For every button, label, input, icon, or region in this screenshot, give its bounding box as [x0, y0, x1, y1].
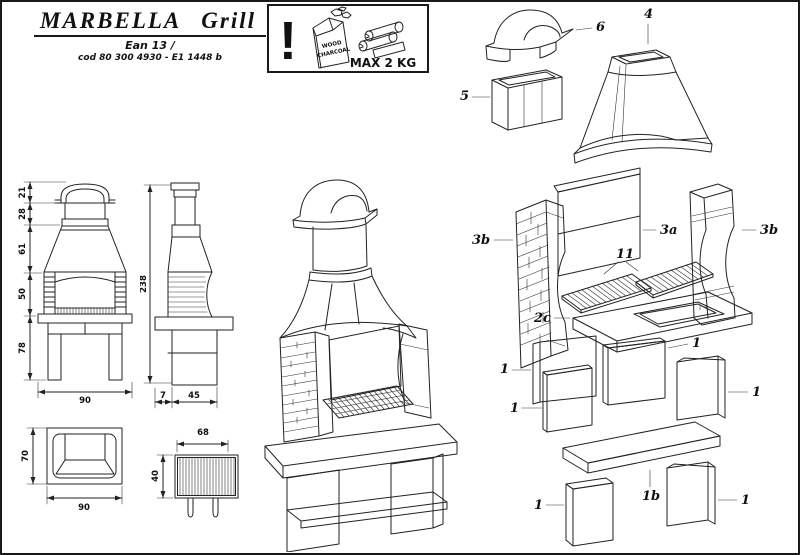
side-view-drawing: 238 7 45 [140, 182, 234, 409]
part-back-panel-3a [553, 167, 641, 277]
part-label-3b-left: 3b [472, 233, 490, 248]
exploded-view-drawing: 6 4 5 3b 3a 3b [460, 7, 778, 547]
part-chimney-flue [491, 69, 563, 131]
assembled-base [264, 423, 458, 552]
basin-outline [46, 427, 123, 485]
part-label-5: 5 [460, 89, 469, 104]
part-label-1-c: 1 [692, 336, 701, 351]
charcoal-bag-icon: WOOD CHARCOAL [312, 6, 352, 69]
part-panel-1-center [602, 337, 666, 406]
ean-line: Ean 13 / [125, 39, 175, 52]
assembled-cap [292, 179, 378, 230]
side-view-grill-outline [154, 182, 234, 386]
part-label-11: 11 [616, 247, 634, 262]
part-left-pillar-3b [515, 199, 569, 369]
dim-front-hood: 61 [18, 243, 28, 255]
part-grates-11 [561, 261, 714, 314]
dim-front-firebox: 50 [18, 288, 28, 300]
front-view-dimensions: 21 28 61 50 78 90 [18, 181, 133, 404]
dim-front-width: 90 [79, 396, 91, 404]
part-hood [573, 49, 713, 164]
part-label-4: 4 [644, 7, 653, 22]
part-label-2c: 2c [533, 311, 551, 326]
part-panel-1-bottom-left [565, 477, 614, 547]
part-label-1b: 1b [642, 489, 660, 504]
product-name: MARBELLA [40, 8, 182, 33]
dim-front-neck: 28 [18, 208, 28, 220]
leader-6 [575, 27, 593, 31]
part-label-1-a: 1 [500, 362, 509, 377]
dim-grate-height: 40 [151, 470, 161, 482]
grate-dimensions: 68 40 [151, 428, 229, 499]
part-panel-1-right [676, 355, 726, 421]
part-right-pillar-3b [689, 183, 736, 326]
basin-dimensions: 70 90 [21, 427, 123, 513]
bag-text-wood: WOOD [321, 40, 342, 50]
leader-11 [603, 261, 639, 275]
grate-detail-drawing: 68 40 [151, 428, 239, 518]
part-label-1-d: 1 [752, 385, 761, 400]
assembled-chimney [308, 224, 373, 283]
basin-top-view-drawing: 70 90 [21, 427, 123, 513]
dim-front-cap: 21 [18, 187, 28, 199]
part-label-3a: 3a [660, 223, 677, 238]
side-view-dimensions: 238 7 45 [140, 184, 218, 409]
leader-1c [667, 343, 689, 349]
dim-side-overhang: 7 [160, 391, 166, 401]
exclamation-icon: ! [279, 11, 297, 71]
grate-outline [174, 454, 239, 518]
part-shelf-1b [562, 421, 721, 474]
dim-basin-width: 90 [78, 503, 90, 513]
assembled-firebox [279, 323, 432, 443]
dim-basin-depth: 70 [21, 450, 31, 462]
front-view-grill-outline [37, 183, 133, 381]
part-label-1-f: 1 [741, 493, 750, 508]
part-worktop-2c [572, 291, 753, 353]
dim-front-base: 78 [18, 342, 28, 354]
part-label-1-b: 1 [510, 401, 519, 416]
title-block: MARBELLA Grill Ean 13 / cod 80 300 4930 … [34, 8, 266, 63]
part-label-1-e: 1 [534, 498, 543, 513]
part-panel-1-back-left [532, 335, 597, 405]
dim-side-depth: 45 [188, 391, 200, 401]
wood-logs-icon [358, 21, 406, 59]
part-label-3b-right: 3b [760, 223, 778, 238]
max-load-label: MAX 2 KG [350, 56, 416, 70]
part-panel-1-bottom-right [666, 461, 716, 527]
assembled-grill-drawing [264, 179, 458, 552]
dim-grate-width: 68 [197, 428, 209, 438]
assembled-hood [279, 275, 417, 339]
product-variant: Grill [201, 8, 256, 33]
code-line: cod 80 300 4930 - E1 1448 b [78, 53, 222, 63]
warning-box-graphics: ! WOOD CHARCOAL MAX 2 KG [279, 6, 416, 71]
part-panel-1-front-left [542, 364, 593, 433]
part-label-6: 6 [596, 20, 605, 35]
front-view-drawing: 21 28 61 50 78 90 [18, 181, 133, 404]
dim-side-total-height: 238 [140, 275, 149, 293]
product-title: MARBELLA Grill [34, 8, 266, 37]
part-chimney-cap [485, 9, 574, 62]
warning-box: ! WOOD CHARCOAL MAX 2 KG [267, 4, 429, 73]
